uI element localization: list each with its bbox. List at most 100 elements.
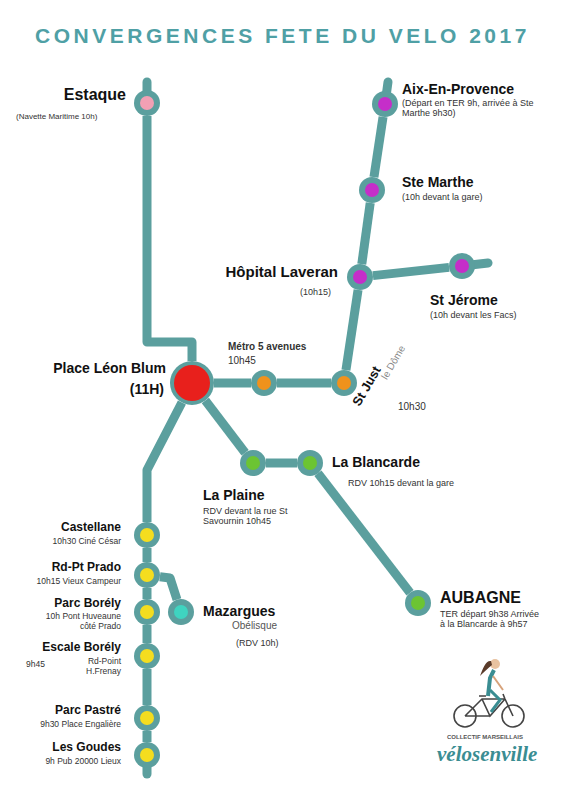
- station-dot: [331, 370, 357, 396]
- station-dot: [134, 599, 160, 625]
- station-name: Métro 5 avenues: [228, 341, 306, 353]
- station-name: La Plaine: [203, 487, 264, 503]
- metro-line: [373, 267, 449, 275]
- station-note: (RDV 10h): [236, 638, 279, 648]
- station-ring: [134, 599, 160, 625]
- station-core: [257, 376, 271, 390]
- metro-line: [143, 669, 152, 705]
- station-name: Estaque: [64, 86, 126, 104]
- station-name: Mazargues: [203, 603, 275, 619]
- station-dot: [134, 522, 160, 548]
- station-node: Les Goudes9h Pub 20000 Lieux: [134, 742, 160, 768]
- station-dot: [372, 91, 398, 117]
- logo-subtitle: COLLECTIF MARSEILLAIS: [447, 734, 523, 741]
- station-name: Escale Borély: [42, 641, 121, 655]
- metro-line: [143, 625, 152, 643]
- station-name: Parc Pastré: [55, 704, 121, 718]
- station-core: [455, 259, 469, 273]
- station-ring: [297, 450, 323, 476]
- station-node: Hôpital Laveran(10h15): [347, 264, 373, 290]
- station-ring: [134, 90, 160, 116]
- station-ring: [405, 590, 431, 616]
- station-ring: [134, 742, 160, 768]
- metro-line: [277, 379, 331, 388]
- station-node: Parc Borély10h Pont Huveaune côté Prado: [134, 599, 160, 625]
- station-node: Estaque(Navette Maritime 10h): [134, 90, 160, 116]
- station-ring: [170, 361, 214, 405]
- station-dot: [168, 599, 194, 625]
- station-ring: [331, 370, 357, 396]
- station-core: [337, 376, 351, 390]
- station-core: [174, 605, 188, 619]
- station-note: Obélisque: [232, 620, 277, 632]
- station-ring: [240, 450, 266, 476]
- station-core: [365, 183, 379, 197]
- station-name: Parc Borély: [54, 597, 121, 611]
- station-dot: [405, 590, 431, 616]
- station-dot: [251, 370, 277, 396]
- rider-hair: [480, 661, 492, 676]
- metro-line: [374, 117, 383, 177]
- metro-line: [147, 116, 192, 361]
- metro-line: [143, 588, 152, 599]
- station-core: [174, 365, 210, 401]
- station-name: Rd-Pt Prado: [52, 561, 121, 575]
- station-dot: [359, 177, 385, 203]
- station-ring: [134, 705, 160, 731]
- station-name: La Blancarde: [332, 454, 420, 470]
- station-ring: [372, 91, 398, 117]
- station-core: [140, 568, 154, 582]
- station-note: 10h30: [398, 401, 426, 413]
- station-core: [140, 649, 154, 663]
- station-note: 9h45: [26, 660, 45, 670]
- station-name: Place Léon Blum: [53, 360, 166, 376]
- metro-line: [205, 400, 245, 452]
- station-dot: [170, 361, 214, 405]
- station-node: Escale Borély9h45Rd-Point H.Frenay: [134, 643, 160, 669]
- station-ring: [251, 370, 277, 396]
- station-dot: [297, 450, 323, 476]
- metro-line: [143, 731, 152, 742]
- metro-line: [346, 290, 358, 370]
- station-dot: [134, 562, 160, 588]
- station-note: TER départ 9h38 Arrivée à la Blancarde à…: [440, 609, 546, 630]
- station-dot: [134, 705, 160, 731]
- station-ring: [134, 643, 160, 669]
- station-node: AUBAGNETER départ 9h38 Arrivée à la Blan…: [405, 590, 431, 616]
- metro-line: [147, 403, 182, 522]
- station-dot: [134, 90, 160, 116]
- station-node: Parc Pastré9h30 Place Engalière: [134, 705, 160, 731]
- station-ring: [449, 253, 475, 279]
- station-note: Rd-Point H.Frenay: [65, 657, 121, 677]
- station-name: Hôpital Laveran: [225, 263, 338, 280]
- station-core: [140, 96, 154, 110]
- station-note: 10h15 Vieux Campeur: [37, 577, 121, 587]
- station-node: La PlaineRDV devant la rue St Savournin …: [240, 450, 266, 476]
- station-core: [140, 748, 154, 762]
- station-node: St Justle Dôme10h30: [331, 370, 357, 396]
- station-note: 10h30 Ciné César: [52, 537, 121, 547]
- station-node: Ste Marthe(10h devant la gare): [359, 177, 385, 203]
- bike-frame: [465, 694, 513, 716]
- station-note: (11H): [130, 381, 164, 397]
- station-core: [140, 605, 154, 619]
- station-dot: [240, 450, 266, 476]
- metro-line: [214, 379, 251, 388]
- station-ring: [168, 599, 194, 625]
- station-dot: [449, 253, 475, 279]
- station-core: [353, 270, 367, 284]
- station-node: La BlancardeRDV 10h15 devant la gare: [297, 450, 323, 476]
- station-node: Place Léon Blum(11H): [170, 361, 214, 405]
- station-note: (10h devant la gare): [402, 192, 483, 202]
- station-core: [140, 528, 154, 542]
- station-ring: [347, 264, 373, 290]
- station-node: St Jérome(10h devant les Facs): [449, 253, 475, 279]
- station-ring: [359, 177, 385, 203]
- station-name: AUBAGNE: [440, 589, 521, 607]
- station-node: MazarguesObélisque(RDV 10h): [168, 599, 194, 625]
- station-node: Rd-Pt Prado10h15 Vieux Campeur: [134, 562, 160, 588]
- station-note: 9h30 Place Engalière: [40, 720, 121, 730]
- station-note: RDV 10h15 devant la gare: [348, 478, 454, 488]
- station-dot: [347, 264, 373, 290]
- station-ring: [134, 522, 160, 548]
